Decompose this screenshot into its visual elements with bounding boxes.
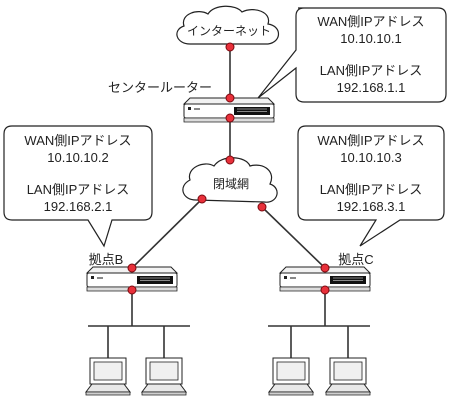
link-wan-site-b (131, 198, 203, 269)
pc-site-b-1 (85, 357, 131, 396)
port-center-lan (225, 113, 235, 123)
ports (127, 42, 330, 295)
site-b-wan-label: WAN側IPアドレス (24, 133, 131, 148)
center-lan-label: LAN側IPアドレス (320, 63, 423, 78)
site-b-lan-ip: 192.168.2.1 (44, 199, 113, 214)
wan-label: 閉域網 (213, 177, 249, 191)
center-router-label: センタールーター (108, 80, 212, 95)
link-wan-site-c (261, 206, 326, 269)
site-b-router-label: 拠点B (89, 252, 124, 267)
port-internet (225, 42, 235, 52)
site-c-lan-label: LAN側IPアドレス (320, 182, 423, 197)
center-wan-label: WAN側IPアドレス (317, 14, 424, 29)
site-b-wan-ip: 10.10.10.2 (47, 150, 108, 165)
port-site-b-wan (127, 263, 137, 273)
port-wan-left (197, 194, 207, 204)
site-b-callout: WAN側IPアドレス 10.10.10.2 LAN側IPアドレス 192.168… (3, 125, 153, 248)
site-c-callout: WAN側IPアドレス 10.10.10.3 LAN側IPアドレス 192.168… (297, 125, 445, 247)
port-site-c-lan (320, 285, 330, 295)
port-wan-top (225, 155, 235, 165)
internet-label: インターネット (187, 24, 271, 38)
site-b-lan-label: LAN側IPアドレス (27, 182, 130, 197)
internet-cloud: インターネット (176, 5, 280, 45)
site-c-router-label: 拠点C (338, 252, 373, 267)
pc-site-b-2 (141, 357, 187, 396)
center-lan-ip: 192.168.1.1 (337, 80, 406, 95)
port-center-wan (225, 93, 235, 103)
pc-site-c-2 (325, 357, 371, 396)
port-site-c-wan (320, 263, 330, 273)
site-c-wan-ip: 10.10.10.3 (340, 150, 401, 165)
site-c-lan-ip: 192.168.3.1 (337, 199, 406, 214)
center-wan-ip: 10.10.10.1 (340, 31, 401, 46)
site-c-wan-label: WAN側IPアドレス (317, 133, 424, 148)
center-callout: WAN側IPアドレス 10.10.10.1 LAN側IPアドレス 192.168… (257, 7, 447, 103)
wan-cloud: 閉域網 (182, 157, 278, 203)
port-site-b-lan (127, 285, 137, 295)
pc-site-c-1 (268, 357, 314, 396)
port-wan-right (257, 202, 267, 212)
connection-lines (88, 46, 370, 360)
